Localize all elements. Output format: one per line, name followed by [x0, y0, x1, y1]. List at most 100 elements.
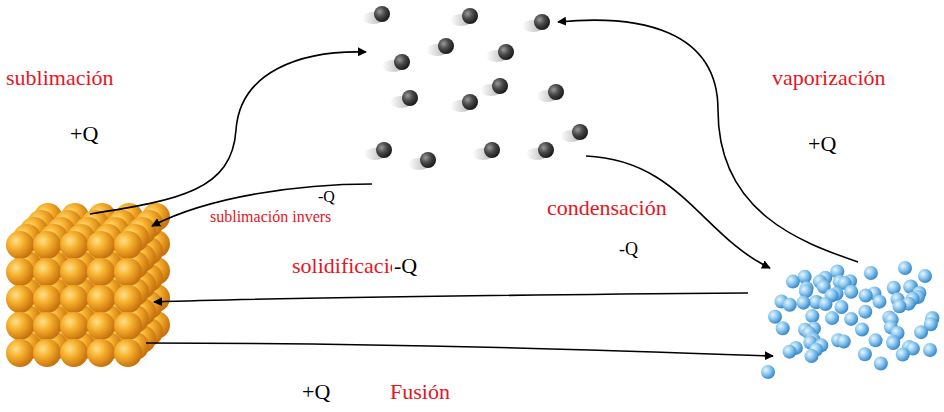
solid-particle	[87, 258, 115, 286]
vaporization-arrow	[558, 20, 858, 262]
process-name: sublimación invers	[208, 208, 333, 226]
liquid-particle	[844, 312, 858, 326]
gas-sphere	[492, 78, 508, 94]
solid-particle	[6, 285, 34, 313]
process-name: Fusión	[388, 380, 452, 404]
gas-sphere	[572, 124, 588, 140]
solid-particle	[114, 339, 142, 367]
solid-particle	[114, 312, 142, 340]
solid-particle	[60, 285, 88, 313]
gas-sphere	[376, 142, 392, 158]
gas-particle	[426, 38, 454, 56]
solid-cube	[6, 203, 170, 367]
sublimation-arrow	[90, 52, 366, 214]
solid-particle	[87, 339, 115, 367]
liquid-particle	[896, 348, 910, 362]
liquid-particle	[886, 336, 900, 350]
liquid-particle	[761, 365, 775, 379]
liquid-particle	[768, 310, 782, 324]
gas-sphere	[420, 152, 436, 168]
gas-particle	[364, 142, 392, 160]
solid-particle	[60, 339, 88, 367]
liquid-particle	[783, 345, 797, 359]
liquid-particle	[834, 300, 848, 314]
heat-sign: -Q	[617, 240, 640, 260]
heat-sign: +Q	[68, 122, 100, 146]
solid-particle	[33, 231, 61, 259]
solid-particle	[33, 285, 61, 313]
solid-particle	[33, 258, 61, 286]
gas-particle	[560, 124, 588, 142]
liquid-particle	[872, 295, 886, 309]
liquid-particle	[776, 321, 790, 335]
gas-particle	[382, 54, 410, 72]
liquid-particle	[825, 311, 839, 325]
gas-particle	[390, 90, 418, 108]
heat-sign: +Q	[806, 132, 838, 156]
gas-particle	[522, 14, 550, 32]
process-name: sublimación	[4, 66, 116, 90]
gas-particle	[526, 142, 554, 160]
heat-sign: -Q	[392, 254, 419, 278]
solid-particle	[6, 339, 34, 367]
liquid-particle	[869, 333, 883, 347]
process-name: vaporización	[770, 66, 888, 90]
liquid-particle	[783, 298, 797, 312]
gas-particles	[362, 6, 588, 170]
gas-sphere	[462, 8, 478, 24]
gas-sphere	[484, 142, 500, 158]
solid-particle	[6, 312, 34, 340]
fusion-arrow	[146, 343, 773, 356]
heat-sign: +Q	[300, 380, 332, 404]
solid-particle	[87, 312, 115, 340]
heat-sign: -Q	[316, 188, 337, 206]
gas-particle	[450, 8, 478, 26]
liquid-particle	[914, 325, 928, 339]
liquid-particle	[844, 285, 858, 299]
solidification-arrow	[154, 293, 748, 302]
solid-particle	[114, 258, 142, 286]
gas-particle	[480, 78, 508, 96]
gas-sphere	[462, 94, 478, 110]
solid-particle	[6, 258, 34, 286]
liquid-particle	[898, 261, 912, 275]
liquid-particle	[892, 299, 906, 313]
liquid-particle	[858, 305, 872, 319]
liquid-particles	[761, 261, 939, 379]
gas-sphere	[538, 142, 554, 158]
liquid-particle	[859, 289, 873, 303]
liquid-particle	[796, 296, 810, 310]
liquid-particle	[858, 347, 872, 361]
gas-particle	[472, 142, 500, 160]
solid-particle	[114, 285, 142, 313]
solid-particle	[6, 231, 34, 259]
gas-particle	[536, 84, 564, 102]
gas-sphere	[394, 54, 410, 70]
process-name: condensación	[545, 196, 669, 220]
solid-particle	[60, 258, 88, 286]
solid-particle	[114, 231, 142, 259]
solid-particle	[60, 231, 88, 259]
liquid-particle	[786, 275, 800, 289]
liquid-particle	[855, 322, 869, 336]
gas-sphere	[498, 44, 514, 60]
liquid-particle	[837, 334, 851, 348]
solid-particle	[33, 339, 61, 367]
deposition-arrow	[152, 184, 372, 226]
solid-particle	[60, 312, 88, 340]
solid-particle	[33, 312, 61, 340]
gas-sphere	[402, 90, 418, 106]
liquid-particle	[874, 357, 888, 371]
gas-particle	[408, 152, 436, 170]
solid-particle	[87, 285, 115, 313]
gas-sphere	[374, 6, 390, 22]
gas-sphere	[548, 84, 564, 100]
liquid-particle	[923, 343, 937, 357]
gas-sphere	[438, 38, 454, 54]
gas-sphere	[534, 14, 550, 30]
gas-particle	[362, 6, 390, 24]
liquid-particle	[805, 349, 819, 363]
liquid-particle	[864, 266, 878, 280]
